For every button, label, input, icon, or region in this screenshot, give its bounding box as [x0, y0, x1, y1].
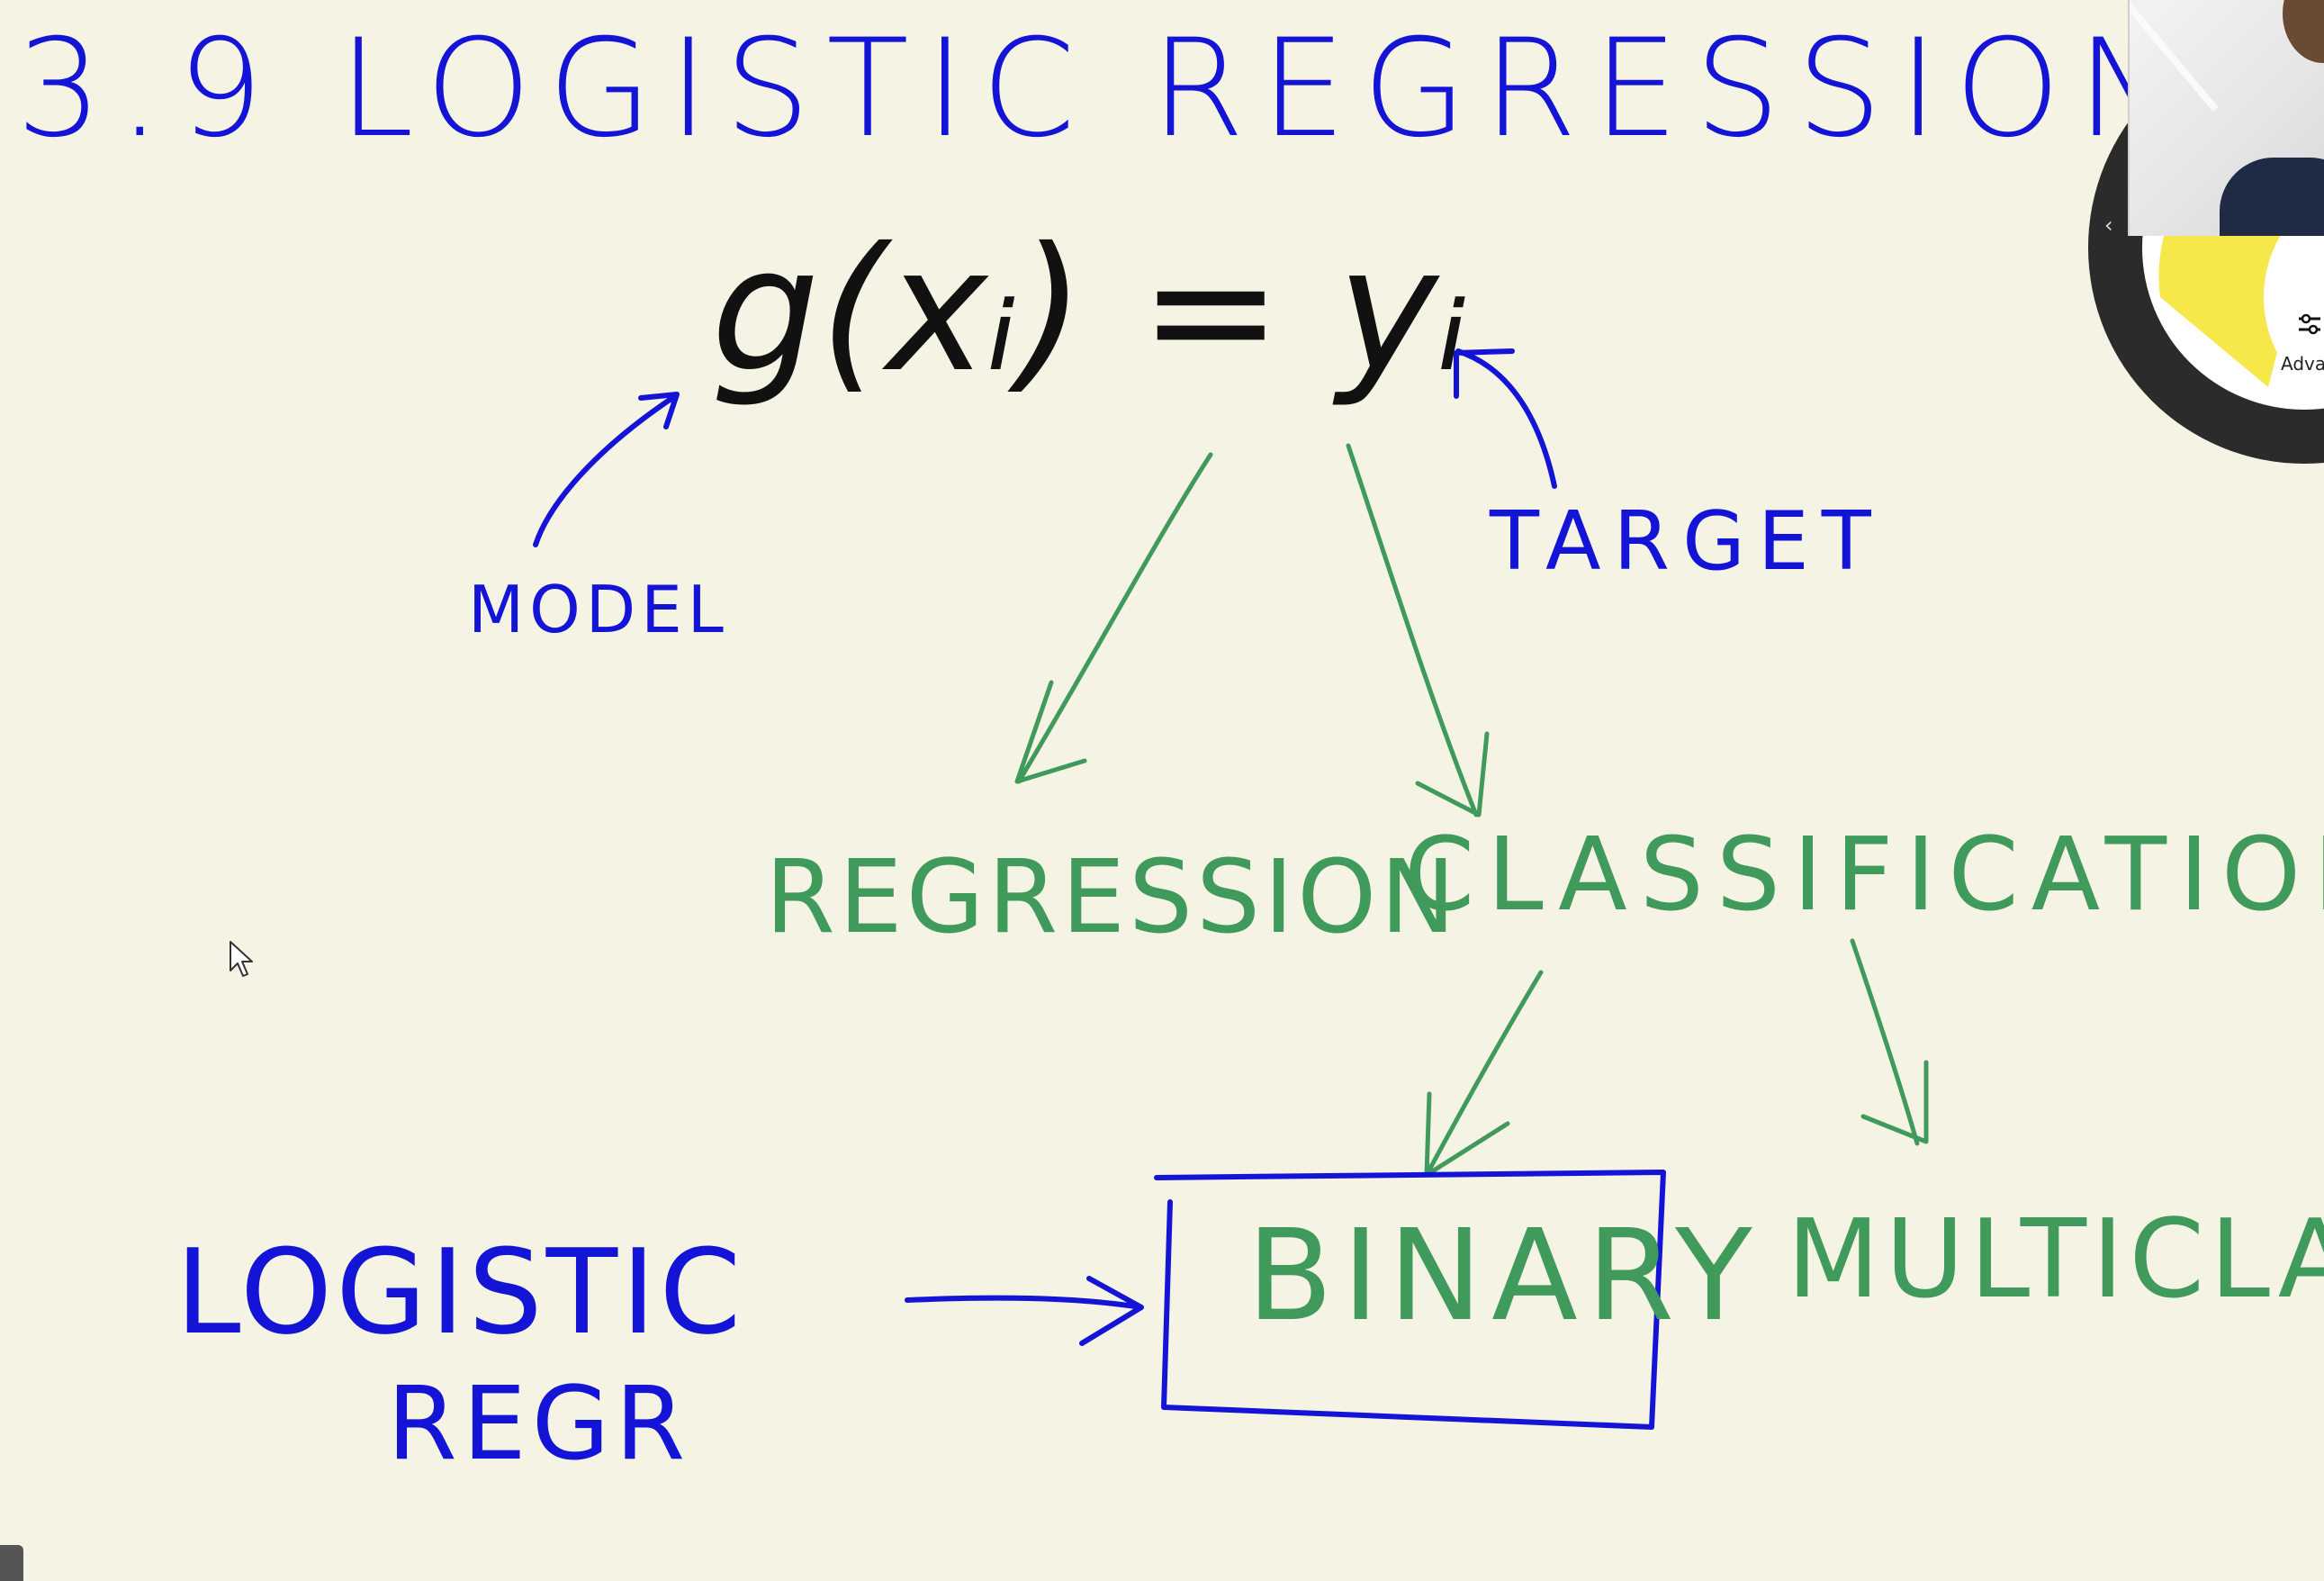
regression-label: REGRESSION: [765, 839, 1459, 956]
webcam-person-head: [2283, 0, 2324, 63]
model-arrow: [533, 392, 680, 547]
webcam-background-light: [2130, 0, 2219, 112]
webcam-person-body: [2220, 158, 2324, 236]
binary-arrow: [1424, 970, 1544, 1178]
multiclass-label: MULTICLASS: [1787, 1197, 2324, 1323]
sliders-icon[interactable]: [2297, 311, 2322, 338]
binary-box: [1154, 1170, 1666, 1430]
corner-handle[interactable]: [0, 1545, 23, 1581]
binary-label: BINARY: [1247, 1203, 1761, 1350]
dial-hub: [2264, 192, 2324, 402]
target-label: TARGET: [1489, 494, 1884, 589]
mouse-pointer-icon: [230, 941, 253, 977]
webcam-feed: [2128, 0, 2324, 236]
chevron-left-icon[interactable]: ‹: [2104, 212, 2113, 238]
regression-arrow: [1014, 452, 1213, 784]
multiclass-arrow: [1850, 938, 1929, 1146]
target-arrow: [1454, 348, 1557, 489]
logistic-to-binary-arrow: [905, 1276, 1144, 1346]
whiteboard-title: 3.9 LOGISTIC REGRESSION: [16, 11, 2194, 167]
logistic-label-line1: LOGISTIC: [176, 1224, 744, 1360]
formula: g(xᵢ) = yᵢ: [711, 211, 1469, 410]
model-label: MODEL: [468, 572, 729, 647]
logistic-label-line2: REGR: [387, 1366, 690, 1483]
dial-label: Advan: [2281, 353, 2324, 375]
classification-arrow: [1346, 443, 1490, 818]
classification-label: CLASSIFICATION: [1404, 817, 2324, 934]
